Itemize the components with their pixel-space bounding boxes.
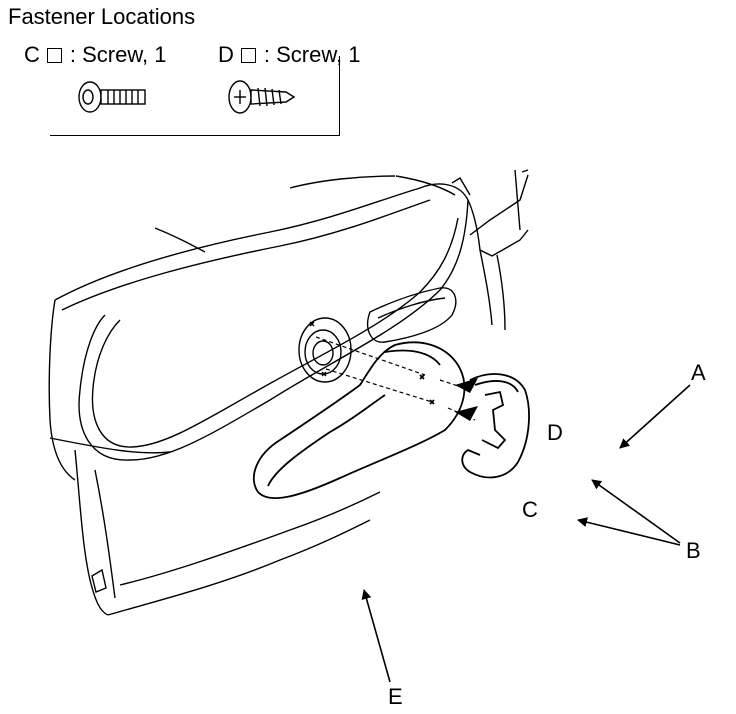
legend-item-screw-c: C : Screw, 1 [24,42,166,68]
tapping-screw-icon [228,80,296,114]
machine-screw-icon [78,81,146,113]
callout-label-e: E [388,684,403,709]
legend-item-screw-d: D : Screw, 1 [218,42,360,68]
diagram-title: Fastener Locations [8,4,196,29]
legend-frame [50,56,340,136]
seat-side-body [48,169,529,616]
screw-direction-arrow-icon [455,378,478,393]
legend-label: : Screw, 1 [263,42,361,67]
callout-arrow-a [619,384,691,449]
legend-label: : Screw, 1 [69,42,167,67]
lever-cover-cap [461,373,530,479]
callout-arrow-e [361,589,391,683]
legend-letter: C [24,42,40,67]
callout-label-c: C [522,497,538,522]
callout-arrow-b-upper [591,479,681,544]
knob-mount-boss [298,317,352,383]
callout-label-b: B [686,538,701,563]
callout-arrow-b-lower [577,517,681,546]
legend-letter: D [218,42,234,67]
checkbox-square-icon [46,47,62,63]
checkbox-square-icon [240,47,256,63]
callout-label-d: D [547,420,563,445]
recliner-lever [253,336,476,500]
screw-direction-arrow-icon [455,406,478,421]
callout-label-a: A [691,360,706,385]
